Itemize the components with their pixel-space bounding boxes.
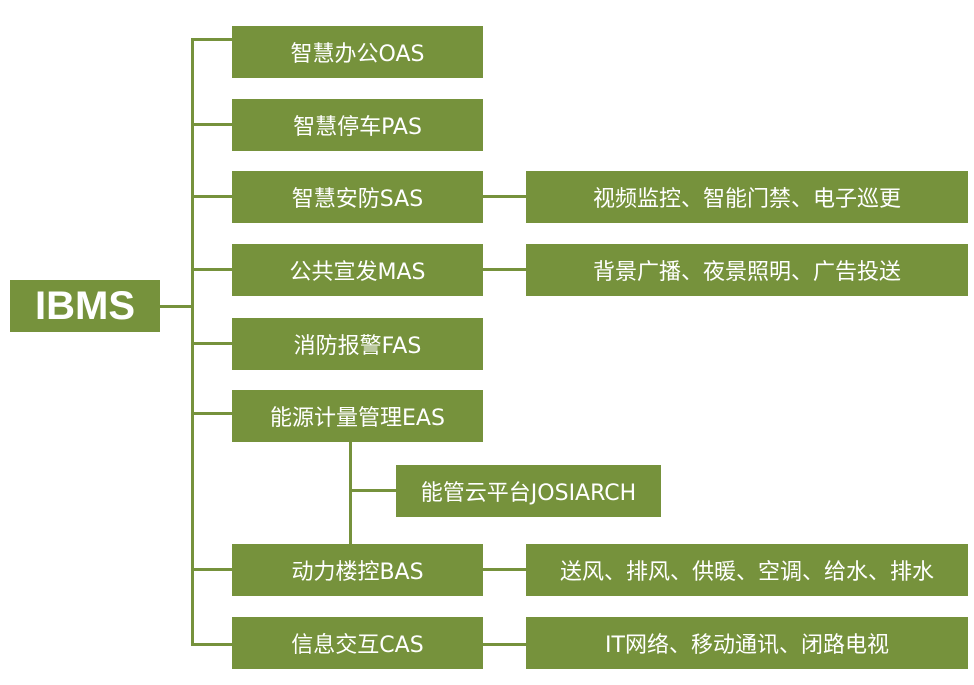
branch-line-bas (191, 568, 232, 571)
branch-line-eas (191, 412, 232, 415)
branch-line-fas (191, 342, 232, 345)
node-fas: 消防报警FAS (232, 318, 483, 370)
node-eas: 能源计量管理EAS (232, 390, 483, 442)
node-oas: 智慧办公OAS (232, 26, 483, 78)
detail-cas: IT网络、移动通讯、闭路电视 (526, 617, 968, 669)
branch-line-pas (191, 123, 232, 126)
eas-bas-link-line (349, 441, 352, 545)
root-node: IBMS (10, 280, 160, 332)
branch-line-cas (191, 643, 232, 646)
node-pas: 智慧停车PAS (232, 99, 483, 151)
node-platform: 能管云平台JOSIARCH (396, 465, 661, 517)
branch-line-oas (191, 38, 232, 41)
detail-line-bas (482, 568, 526, 571)
node-mas: 公共宣发MAS (232, 244, 483, 296)
detail-sas: 视频监控、智能门禁、电子巡更 (526, 171, 968, 223)
platform-link-line (349, 489, 397, 492)
root-connector (160, 305, 194, 308)
node-cas: 信息交互CAS (232, 617, 483, 669)
detail-line-cas (482, 643, 526, 646)
detail-mas: 背景广播、夜景照明、广告投送 (526, 244, 968, 296)
node-bas: 动力楼控BAS (232, 544, 483, 596)
detail-bas: 送风、排风、供暖、空调、给水、排水 (526, 544, 968, 596)
branch-line-mas (191, 268, 232, 271)
branch-line-sas (191, 195, 232, 198)
detail-line-mas (482, 268, 526, 271)
node-sas: 智慧安防SAS (232, 171, 483, 223)
detail-line-sas (482, 195, 526, 198)
